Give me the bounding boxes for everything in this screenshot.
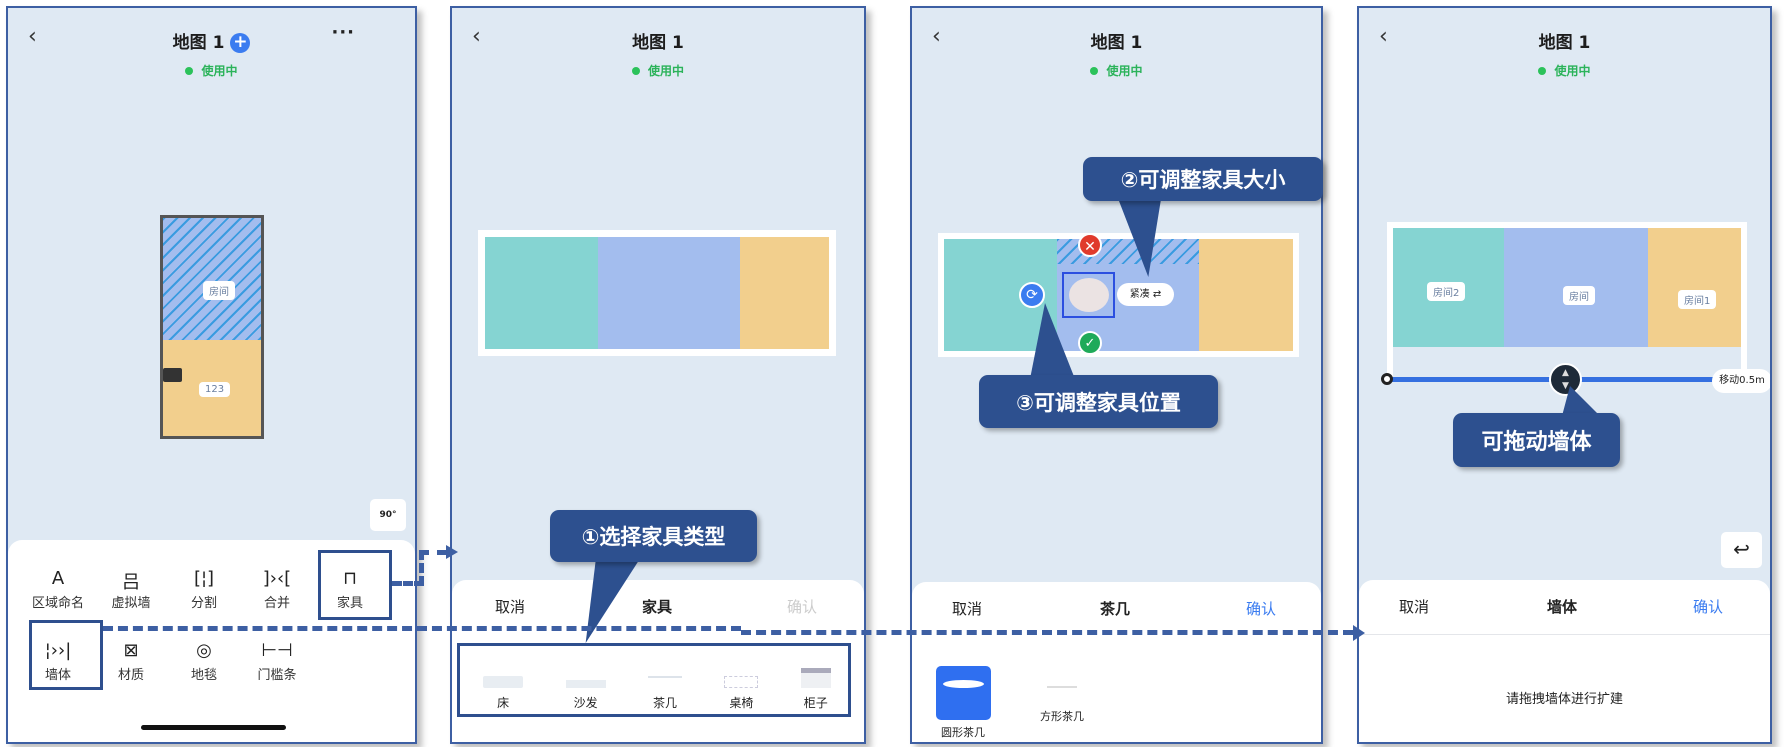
highlight-wall [29, 620, 103, 690]
more-icon[interactable]: ··· [331, 22, 355, 43]
tool-virtual-wall[interactable]: 吕虚拟墙 [96, 568, 166, 611]
tool-carpet[interactable]: ◎地毯 [169, 640, 239, 683]
round-table-icon [935, 666, 991, 720]
tool-merge[interactable]: ]›‹[合并 [242, 568, 312, 611]
table-sheet: 取消 茶几 确认 圆形茶几 方形茶几 [912, 582, 1321, 742]
floor-map[interactable]: 房间 123 [160, 215, 264, 439]
arrow-head [446, 545, 458, 559]
square-table-icon [1047, 686, 1077, 704]
callout-adjust-position: ③可调整家具位置 [979, 375, 1218, 428]
wall-icon: ¦››| [44, 640, 72, 661]
connector-furniture-arrow-line [419, 550, 447, 555]
move-distance-label: 移动0.5m [1712, 369, 1770, 393]
status-badge: 使用中 [8, 62, 415, 79]
home-indicator [141, 725, 286, 730]
back-icon[interactable]: ‹ [1379, 24, 1388, 49]
back-icon[interactable]: ‹ [932, 24, 941, 49]
coffee-table-icon [647, 676, 682, 688]
status-badge: 使用中 [912, 62, 1321, 79]
table-item-square[interactable]: 方形茶几 [1027, 686, 1097, 724]
wall-end-point[interactable] [1381, 373, 1393, 385]
tool-furniture[interactable]: ⊓家具 [315, 568, 385, 611]
callout-adjust-size: ②可调整家具大小 [1083, 157, 1323, 201]
cancel-button[interactable]: 取消 [1399, 598, 1430, 616]
room-tag[interactable]: 房间2 [1427, 282, 1466, 301]
room-tag[interactable]: 房间 [203, 281, 235, 300]
page-title: 地图 1 [1090, 33, 1143, 53]
tool-wall[interactable]: ¦››|墙体 [23, 640, 93, 683]
callout-drag-wall: 可拖动墙体 [1453, 413, 1620, 467]
furniture-item-bed[interactable]: 床 [483, 676, 524, 711]
confirm-button[interactable]: 确认 [787, 598, 818, 616]
furniture-selection[interactable] [1062, 272, 1115, 318]
bed-icon [483, 676, 524, 688]
sofa-icon: ⊓ [342, 568, 358, 589]
virtual-wall-icon: 吕 [122, 572, 140, 593]
wall-hint: 请拖拽墙体进行扩建 [1505, 692, 1623, 707]
cancel-button[interactable]: 取消 [495, 598, 526, 616]
furniture-item-table[interactable]: 茶几 [647, 676, 682, 711]
status-badge: 使用中 [452, 62, 864, 79]
highlight-furniture [318, 550, 392, 620]
sofa-icon [565, 680, 606, 688]
cabinet-icon [800, 668, 831, 688]
dining-set-icon [724, 676, 759, 688]
room-tag[interactable]: 房间 [1563, 286, 1595, 305]
status-badge: 使用中 [1359, 62, 1770, 79]
highlight-furniture-list [457, 643, 851, 717]
cancel-button[interactable]: 取消 [952, 600, 983, 618]
furniture-item-dining[interactable]: 桌椅 [724, 676, 759, 711]
confirm-button[interactable]: 确认 [1246, 600, 1277, 618]
page-title: 地图 1 [632, 33, 684, 53]
rotate-button[interactable]: 90° [370, 499, 406, 531]
floor-map[interactable] [478, 230, 836, 356]
furniture-item-cabinet[interactable]: 柜子 [800, 668, 831, 711]
connector-furniture [392, 550, 424, 586]
panel-furniture-type: ‹ 地图 1 使用中 取消 家具 确认 床 沙发 茶几 桌椅 柜子 [450, 6, 866, 744]
add-icon[interactable]: + [230, 33, 251, 53]
connector-wall-2 [741, 630, 1353, 635]
arrow-head [1353, 625, 1365, 641]
furniture-item-sofa[interactable]: 沙发 [565, 676, 606, 711]
page-title: 地图 1 + [8, 28, 415, 53]
text-a-icon: A [51, 568, 65, 589]
sheet-title: 家具 [642, 598, 673, 616]
room-tag[interactable]: 123 [199, 382, 231, 397]
threshold-icon: ⊢⊣ [261, 640, 293, 661]
sheet-title: 茶几 [1100, 600, 1131, 618]
back-icon[interactable]: ‹ [28, 24, 37, 49]
tool-material[interactable]: ⊠材质 [96, 640, 166, 683]
undo-button[interactable]: ↩ [1721, 532, 1762, 568]
tool-threshold[interactable]: ⊢⊣门槛条 [242, 640, 312, 683]
confirm-button[interactable]: 确认 [1693, 598, 1724, 616]
robot-dock-icon [163, 368, 182, 382]
round-table-shape [1068, 278, 1109, 312]
connector-wall [103, 626, 741, 631]
callout-select-type: ①选择家具类型 [550, 510, 757, 562]
page-title: 地图 1 [1538, 33, 1591, 53]
carpet-icon: ◎ [196, 640, 212, 661]
confirm-check-icon[interactable]: ✓ [1078, 331, 1102, 355]
floor-map[interactable]: 房间2 房间 房间1 [1387, 222, 1747, 382]
wall-sheet: 取消 墙体 确认 请拖拽墙体进行扩建 [1359, 580, 1770, 742]
room-tag[interactable]: 房间1 [1678, 290, 1717, 309]
split-icon: [¦] [193, 568, 215, 589]
sheet-title: 墙体 [1547, 598, 1578, 616]
back-icon[interactable]: ‹ [472, 24, 481, 49]
material-icon: ⊠ [123, 640, 139, 661]
delete-icon[interactable]: ✕ [1078, 233, 1102, 257]
tool-split[interactable]: [¦]分割 [169, 568, 239, 611]
panel-furniture-adjust: ‹ 地图 1 使用中 紧凑 ⇄ ✕ ✓ ⟳ 取消 茶几 确认 圆形茶几 方形茶几 [910, 6, 1323, 744]
merge-icon: ]›‹[ [262, 568, 292, 589]
panel-wall-expand: ‹ 地图 1 使用中 房间2 房间 房间1 ▲▼ 移动0.5m ↩ 取消 墙体 … [1357, 6, 1772, 744]
table-item-round[interactable]: 圆形茶几 [928, 666, 998, 740]
size-toggle-button[interactable]: 紧凑 ⇄ [1117, 283, 1174, 306]
